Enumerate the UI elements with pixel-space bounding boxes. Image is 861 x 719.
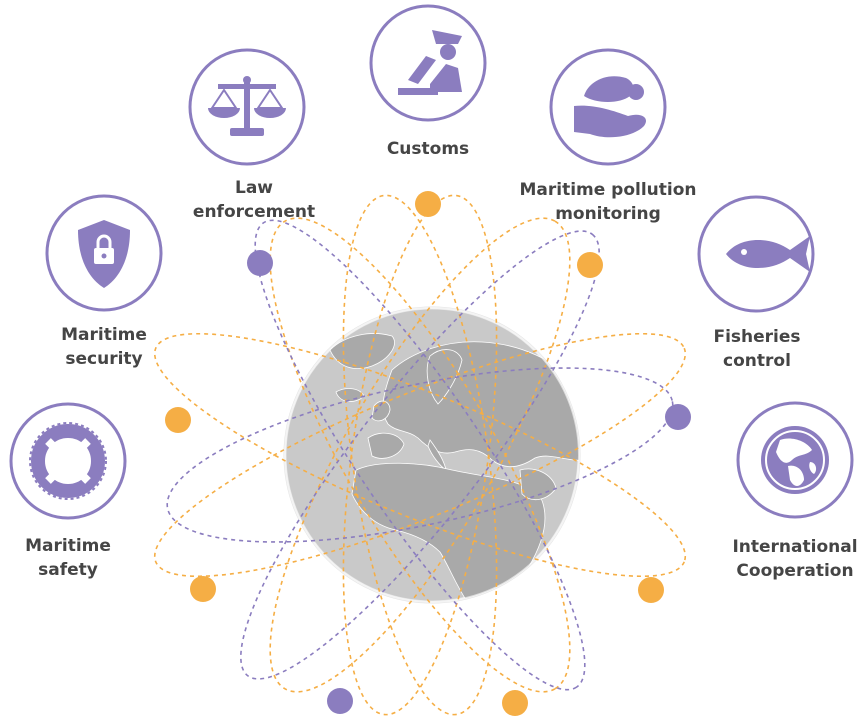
satellite-dot: [190, 576, 216, 602]
satellite-dot: [502, 690, 528, 716]
customs-officer-icon: [398, 30, 462, 95]
orbit-paths-purple: [166, 219, 674, 691]
label-international-cooperation: International Cooperation: [732, 537, 858, 581]
scales-of-justice-icon: [208, 76, 286, 136]
label-fisheries-control: Fisheries control: [713, 327, 801, 371]
shield-lock-icon: [78, 220, 130, 288]
label-maritime-safety: Maritime safety: [25, 536, 111, 580]
earth-globe-icon: [761, 426, 829, 494]
lifebuoy-icon: [29, 422, 107, 500]
globe-icon: [283, 306, 581, 604]
label-maritime-security: Maritime security: [61, 325, 147, 369]
satellite-dot: [327, 688, 353, 714]
orbit-paths-orange: [153, 194, 687, 716]
satellite-dot: [415, 191, 441, 217]
hand-holding-water-icon: [574, 76, 647, 138]
satellite-dots: [165, 191, 691, 716]
label-customs: Customs: [386, 139, 470, 159]
satellite-dot: [577, 252, 603, 278]
satellite-dot: [247, 250, 273, 276]
satellite-dot: [665, 404, 691, 430]
satellite-dot: [165, 407, 191, 433]
label-maritime-pollution: Maritime pollution monitoring: [519, 180, 697, 224]
label-law-enforcement: Law enforcement: [192, 178, 316, 222]
satellite-dot: [638, 577, 664, 603]
fish-icon: [726, 236, 810, 272]
